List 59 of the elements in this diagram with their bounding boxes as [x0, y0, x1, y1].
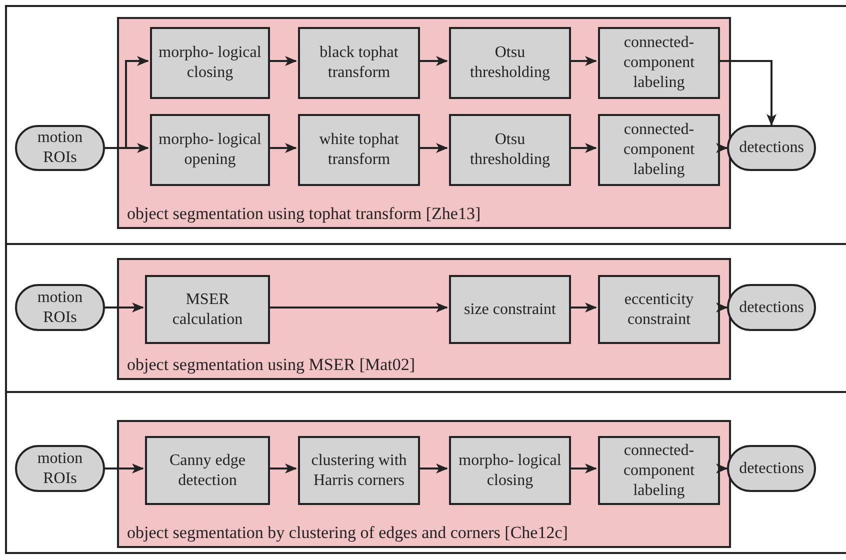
group-caption: object segmentation using tophat transform [Zhe13]	[127, 202, 481, 224]
arrow	[268, 302, 448, 312]
group-caption: object segmentation by clustering of edges and corners [Che12c]	[127, 522, 568, 543]
node-label: motion ROIs	[36, 288, 84, 328]
arrow	[268, 464, 297, 474]
node-label: connected- component labeling	[622, 440, 696, 500]
node-label: detections	[739, 298, 804, 318]
node-label: morpho- logical closing	[458, 450, 562, 490]
process-box	[145, 275, 270, 344]
arrow	[569, 56, 597, 66]
node-label: morpho- logical opening	[158, 130, 262, 170]
arrow	[268, 143, 297, 153]
arrow	[716, 302, 728, 312]
process-box	[449, 114, 571, 186]
arrow	[418, 143, 448, 153]
process-box	[449, 275, 571, 344]
arrow	[569, 302, 597, 312]
node-label: size constraint	[464, 300, 556, 320]
node-label: Canny edge detection	[168, 450, 246, 490]
arrow	[105, 464, 144, 474]
arrow	[418, 464, 448, 474]
process-box	[598, 275, 720, 344]
group-caption: object segmentation using MSER [Mat02]	[127, 354, 416, 375]
arrow	[569, 143, 597, 153]
arrow	[716, 464, 728, 474]
arrow	[718, 60, 776, 126]
arrow	[716, 143, 728, 153]
node-label: motion ROIs	[36, 448, 84, 488]
node-label: connected- component labeling	[622, 33, 696, 93]
process-box	[598, 114, 720, 186]
node-label: Otsu thresholding	[469, 43, 551, 83]
process-box	[598, 27, 720, 99]
process-box	[598, 436, 720, 505]
process-box	[145, 436, 270, 505]
node-label: Otsu thresholding	[469, 130, 551, 170]
node-label: eccenticity constraint	[623, 290, 695, 330]
node-label: clustering with Harris corners	[310, 450, 408, 490]
group-panel	[117, 420, 731, 548]
node-label: connected- component labeling	[622, 120, 696, 180]
process-box	[449, 436, 571, 505]
process-box	[298, 114, 420, 186]
node-label: black tophat transform	[318, 43, 400, 83]
process-box	[150, 114, 270, 186]
arrow	[268, 56, 297, 66]
node-label: morpho- logical closing	[158, 43, 262, 83]
node-label: MSER calculation	[171, 290, 244, 330]
arrow	[418, 56, 448, 66]
process-box	[449, 27, 571, 99]
node-label: detections	[739, 458, 804, 478]
arrow	[105, 302, 144, 312]
process-box	[298, 436, 420, 505]
arrow	[569, 464, 597, 474]
group-panel	[117, 258, 731, 380]
node-label: motion ROIs	[36, 128, 84, 168]
node-label: detections	[739, 138, 804, 158]
process-box	[150, 27, 270, 99]
node-label: white tophat transform	[318, 130, 400, 170]
group-panel	[117, 17, 731, 229]
process-box	[298, 27, 420, 99]
